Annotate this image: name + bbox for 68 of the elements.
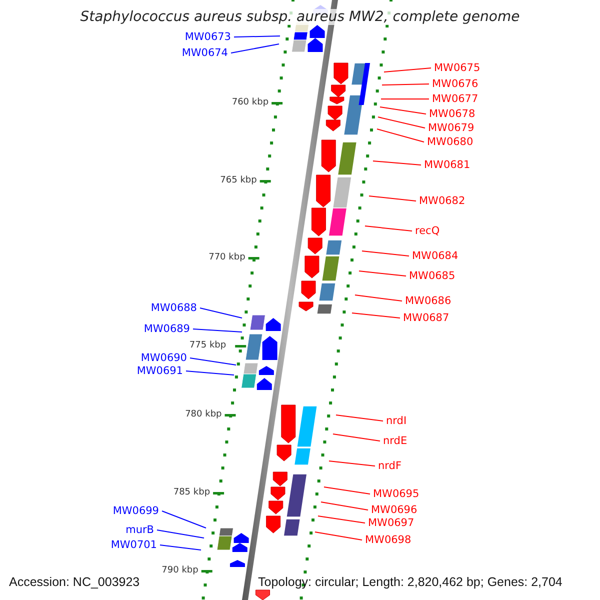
gene-label: MW0679 (428, 122, 474, 134)
scale-label: 785 kbp (173, 488, 210, 498)
footer-text: Topology: circular; Length: 2,820,462 bp; Genes: 2,704 (258, 575, 562, 589)
gene-label: MW0689 (144, 323, 190, 335)
scale-label: 770 kbp (208, 252, 246, 264)
leader-line (354, 294, 402, 302)
gene-label: MW0691 (136, 365, 183, 377)
leader-line (328, 460, 376, 466)
gene-label: MW0688 (150, 302, 197, 314)
leader-line (364, 226, 412, 232)
gene-label: murB (126, 524, 154, 536)
gene-label: MW0701 (110, 539, 157, 551)
gene-label: MW0685 (409, 270, 456, 282)
gene-label: MW0687 (403, 312, 450, 324)
leader-line (190, 358, 236, 366)
gene-label: MW0676 (432, 78, 478, 90)
scale-label: 780 kbp (185, 410, 222, 420)
leader-line (314, 532, 362, 540)
leader-line (318, 516, 366, 524)
leader-line (378, 116, 426, 128)
gene-label: MW0686 (405, 295, 452, 307)
gene-label: MW0696 (371, 504, 418, 516)
gene-label: MW0674 (182, 47, 228, 59)
gene-label: MW0678 (429, 108, 476, 120)
gene-label: MW0682 (419, 195, 466, 207)
leader-line (162, 510, 206, 528)
gene-label: MW0699 (112, 505, 159, 517)
leader-line (324, 486, 370, 494)
leader-line (230, 44, 280, 54)
gene-label: nrdF (378, 460, 402, 472)
leader-line (358, 270, 406, 276)
leader-line (384, 68, 432, 72)
leader-line (372, 160, 422, 166)
leader-line (376, 128, 424, 142)
scale-label: 775 kbp (189, 340, 226, 352)
leader-line (200, 308, 242, 318)
leader-line (332, 434, 380, 442)
leader-line (234, 36, 280, 38)
gene-label: MW0698 (365, 534, 412, 546)
leader-line (336, 414, 384, 422)
scale-label: 765 kbp (220, 176, 257, 186)
leader-line (156, 530, 204, 538)
scale-label: 790 kbp (162, 566, 198, 576)
gene-label: MW0695 (373, 488, 420, 500)
gene-label: nrdI (386, 415, 407, 427)
scale-label: 760 kbp (232, 98, 269, 108)
gene-label: MW0675 (434, 62, 480, 74)
leader-line (380, 98, 430, 100)
gene-label: MW0680 (427, 136, 474, 148)
leader-line (192, 328, 242, 332)
gene-label: MW0673 (184, 31, 231, 43)
leader-line (380, 106, 426, 114)
gene-label: recQ (415, 225, 440, 237)
gene-label: MW0681 (424, 159, 470, 171)
leader-line (320, 502, 368, 510)
diagram-title: Staphylococcus aureus subsp. aureus MW2, complete genome (80, 9, 520, 25)
gene-label: MW0684 (412, 250, 458, 262)
gene-label: MW0697 (368, 517, 414, 529)
leader-line (352, 312, 400, 318)
gene-label: nrdE (383, 435, 408, 447)
leader-line (160, 544, 202, 550)
leader-line (382, 84, 430, 86)
leader-line (368, 196, 416, 202)
leader-line (362, 250, 410, 256)
leader-line (186, 370, 234, 376)
gene-label: MW0677 (432, 93, 478, 105)
gene-label: MW0690 (140, 352, 187, 364)
footer-text: Accession: NC_003923 (9, 575, 140, 589)
